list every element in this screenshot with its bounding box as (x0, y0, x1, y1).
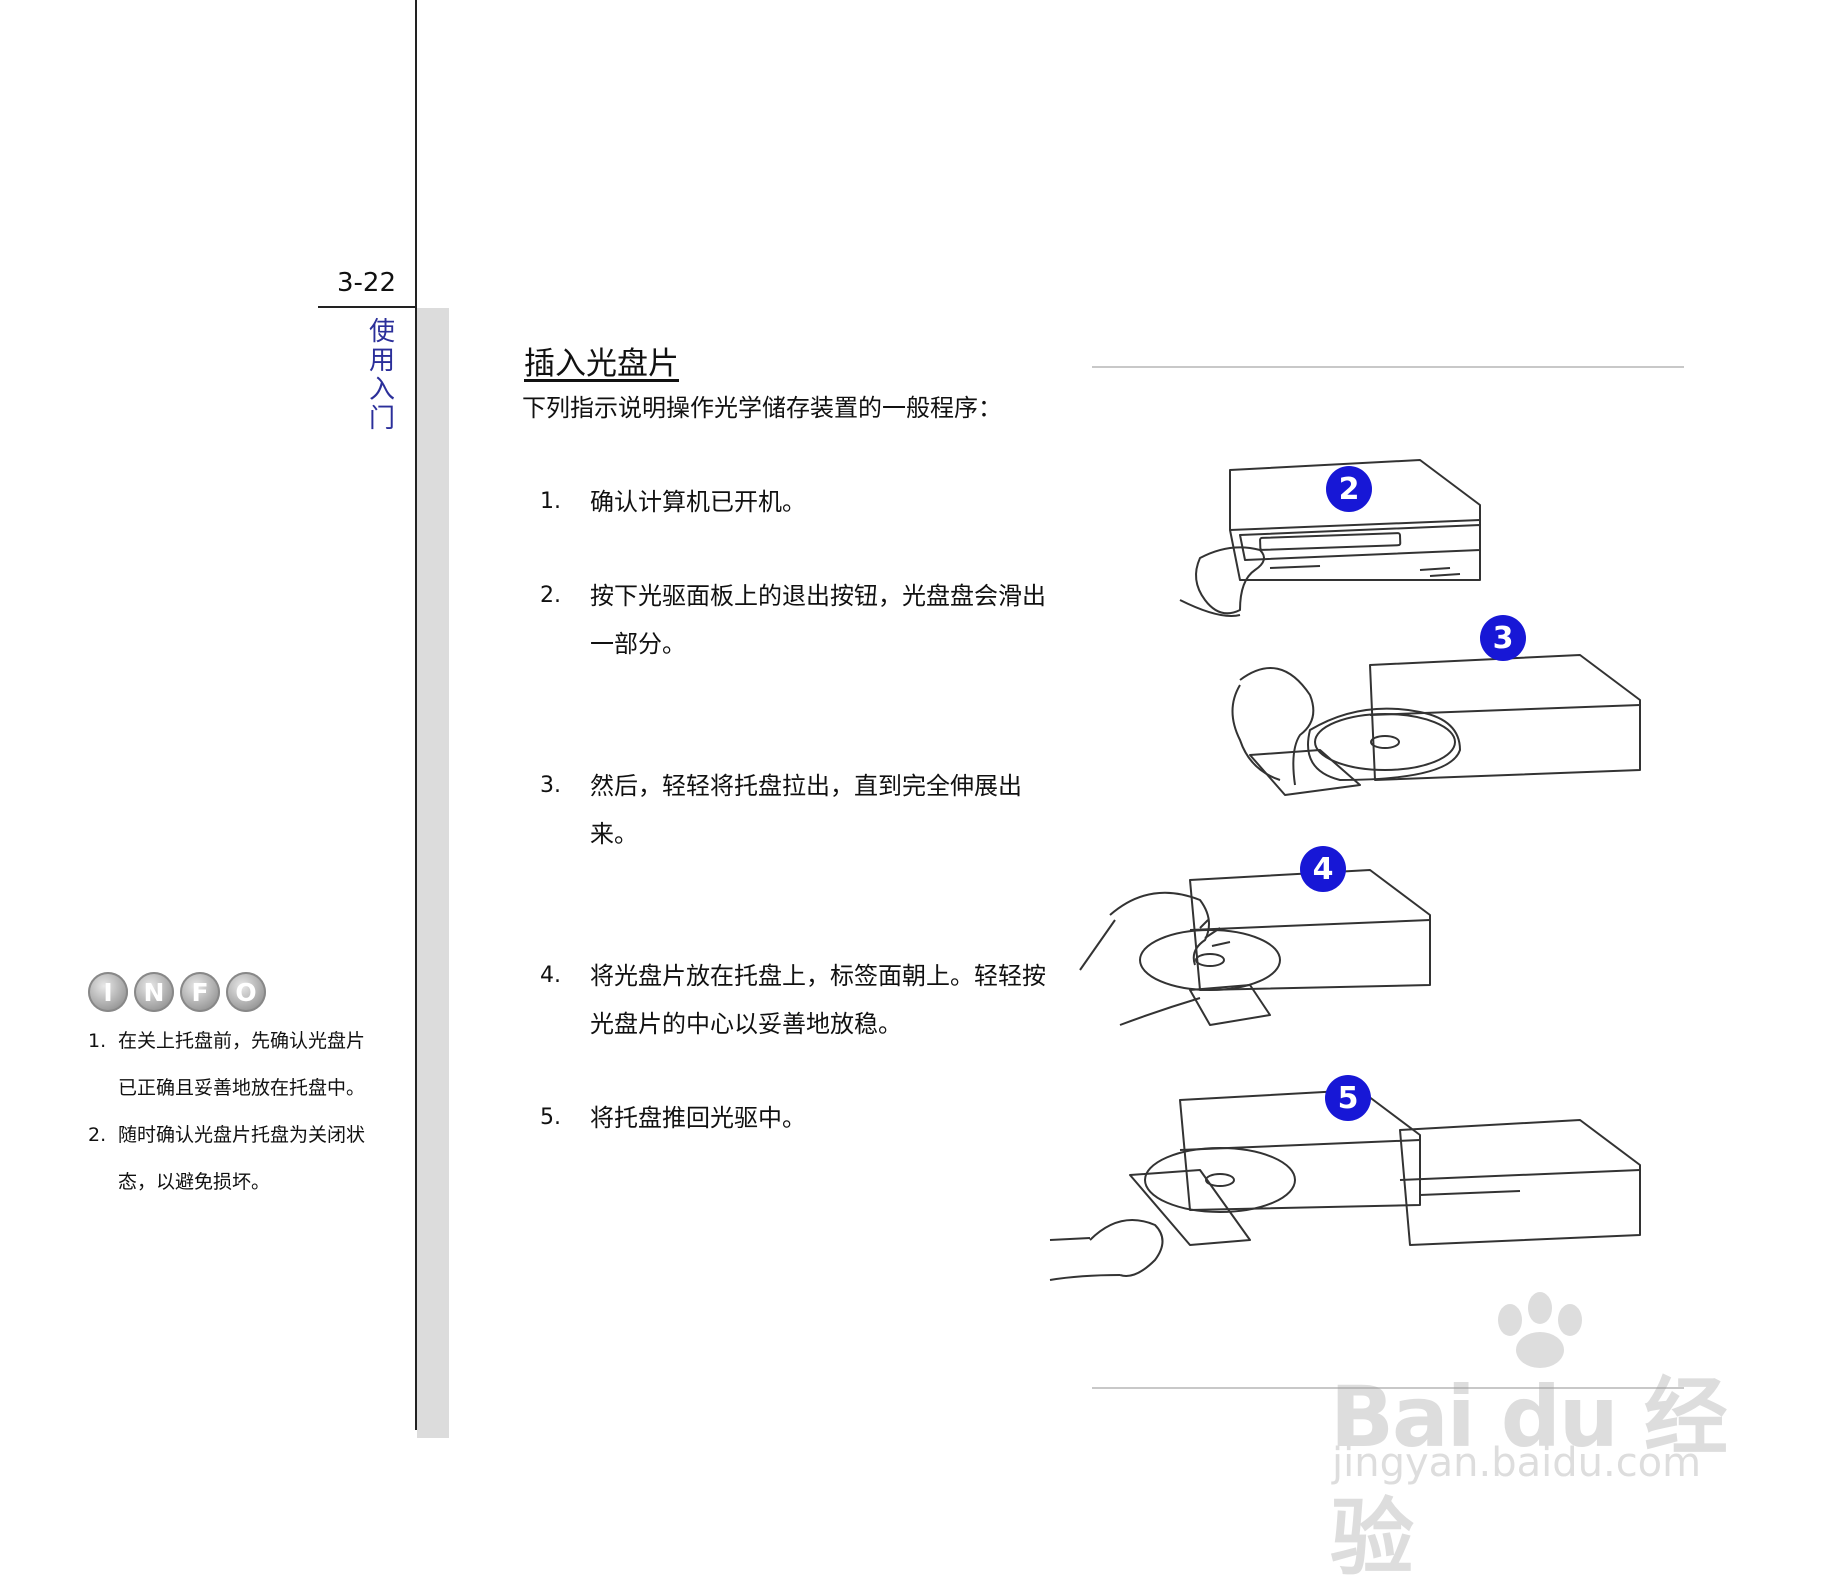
step-text: 确认计算机已开机。 (590, 488, 806, 516)
step-number: 1. (540, 489, 561, 514)
info-badge: I N F O (88, 972, 266, 1012)
step-item: 2. 按下光驱面板上的退出按钮，光盘盘会滑出一部分。 (540, 572, 1060, 668)
info-notes: 1. 在关上托盘前，先确认光盘片已正确且妥善地放在托盘中。 2. 随时确认光盘片… (88, 1018, 378, 1206)
info-note-number: 2. (88, 1124, 107, 1146)
section-char: 门 (368, 404, 395, 434)
step-text: 将光盘片放在托盘上，标签面朝上。轻轻按光盘片的中心以妥善地放稳。 (590, 962, 1046, 1038)
section-char: 使 (368, 317, 395, 347)
paw-logo-icon (1498, 1292, 1582, 1368)
laptop-drawing-step-4 (1079, 869, 1431, 1026)
step-item: 4. 将光盘片放在托盘上，标签面朝上。轻轻按光盘片的中心以妥善地放稳。 (540, 952, 1060, 1048)
laptop-drawing-step-3 (1231, 654, 1641, 796)
optical-drive-illustration: 2 3 4 5 (1040, 450, 1680, 1330)
info-note-number: 1. (88, 1030, 107, 1052)
info-note-text: 随时确认光盘片托盘为关闭状态，以避免损坏。 (118, 1124, 366, 1193)
baidu-watermark: Bai du 经验 jingyan.baidu.com (1330, 1290, 1760, 1587)
step-3-badge: 3 (1480, 615, 1526, 661)
section-char: 入 (368, 375, 395, 405)
step-text: 按下光驱面板上的退出按钮，光盘盘会滑出一部分。 (590, 582, 1046, 658)
step-number: 3. (540, 773, 561, 798)
step-item: 5. 将托盘推回光驱中。 (540, 1094, 1060, 1142)
info-note-item: 2. 随时确认光盘片托盘为关闭状态，以避免损坏。 (88, 1112, 378, 1206)
section-title: 插入光盘片 (524, 346, 679, 382)
info-note-text: 在关上托盘前，先确认光盘片已正确且妥善地放在托盘中。 (118, 1030, 366, 1099)
margin-divider-line (415, 0, 417, 1430)
step-number: 5. (540, 1105, 561, 1130)
page-tab-line (318, 306, 416, 308)
step-2-badge: 2 (1326, 466, 1372, 512)
step-number: 4. (540, 963, 561, 988)
laptop-drawings-svg (1049, 459, 1641, 1281)
step-number: 2. (540, 583, 561, 608)
info-letter-circle: I (88, 972, 128, 1012)
info-letter-circle: O (226, 972, 266, 1012)
step-text: 将托盘推回光驱中。 (590, 1104, 806, 1132)
footer-rule (1092, 1387, 1684, 1389)
margin-gray-band (417, 308, 449, 1438)
info-letter-circle: N (134, 972, 174, 1012)
info-letter-circle: F (180, 972, 220, 1012)
info-note-item: 1. 在关上托盘前，先确认光盘片已正确且妥善地放在托盘中。 (88, 1018, 378, 1112)
intro-text: 下列指示说明操作光学储存装置的一般程序： (522, 394, 1002, 422)
step-4-badge: 4 (1300, 846, 1346, 892)
section-char: 用 (368, 346, 395, 376)
section-label-vertical: 使 用 入 门 (367, 318, 397, 434)
step-item: 3. 然后，轻轻将托盘拉出，直到完全伸展出来。 (540, 762, 1060, 858)
step-text: 然后，轻轻将托盘拉出，直到完全伸展出来。 (590, 772, 1022, 848)
page-number: 3-22 (337, 268, 397, 298)
laptop-drawing-step-2 (1179, 459, 1481, 617)
header-rule (1092, 366, 1684, 368)
watermark-url: jingyan.baidu.com (1332, 1440, 1702, 1486)
watermark-brand: Bai du 经验 (1330, 1368, 1728, 1587)
step-5-badge: 5 (1325, 1075, 1371, 1121)
step-item: 1. 确认计算机已开机。 (540, 478, 1060, 526)
